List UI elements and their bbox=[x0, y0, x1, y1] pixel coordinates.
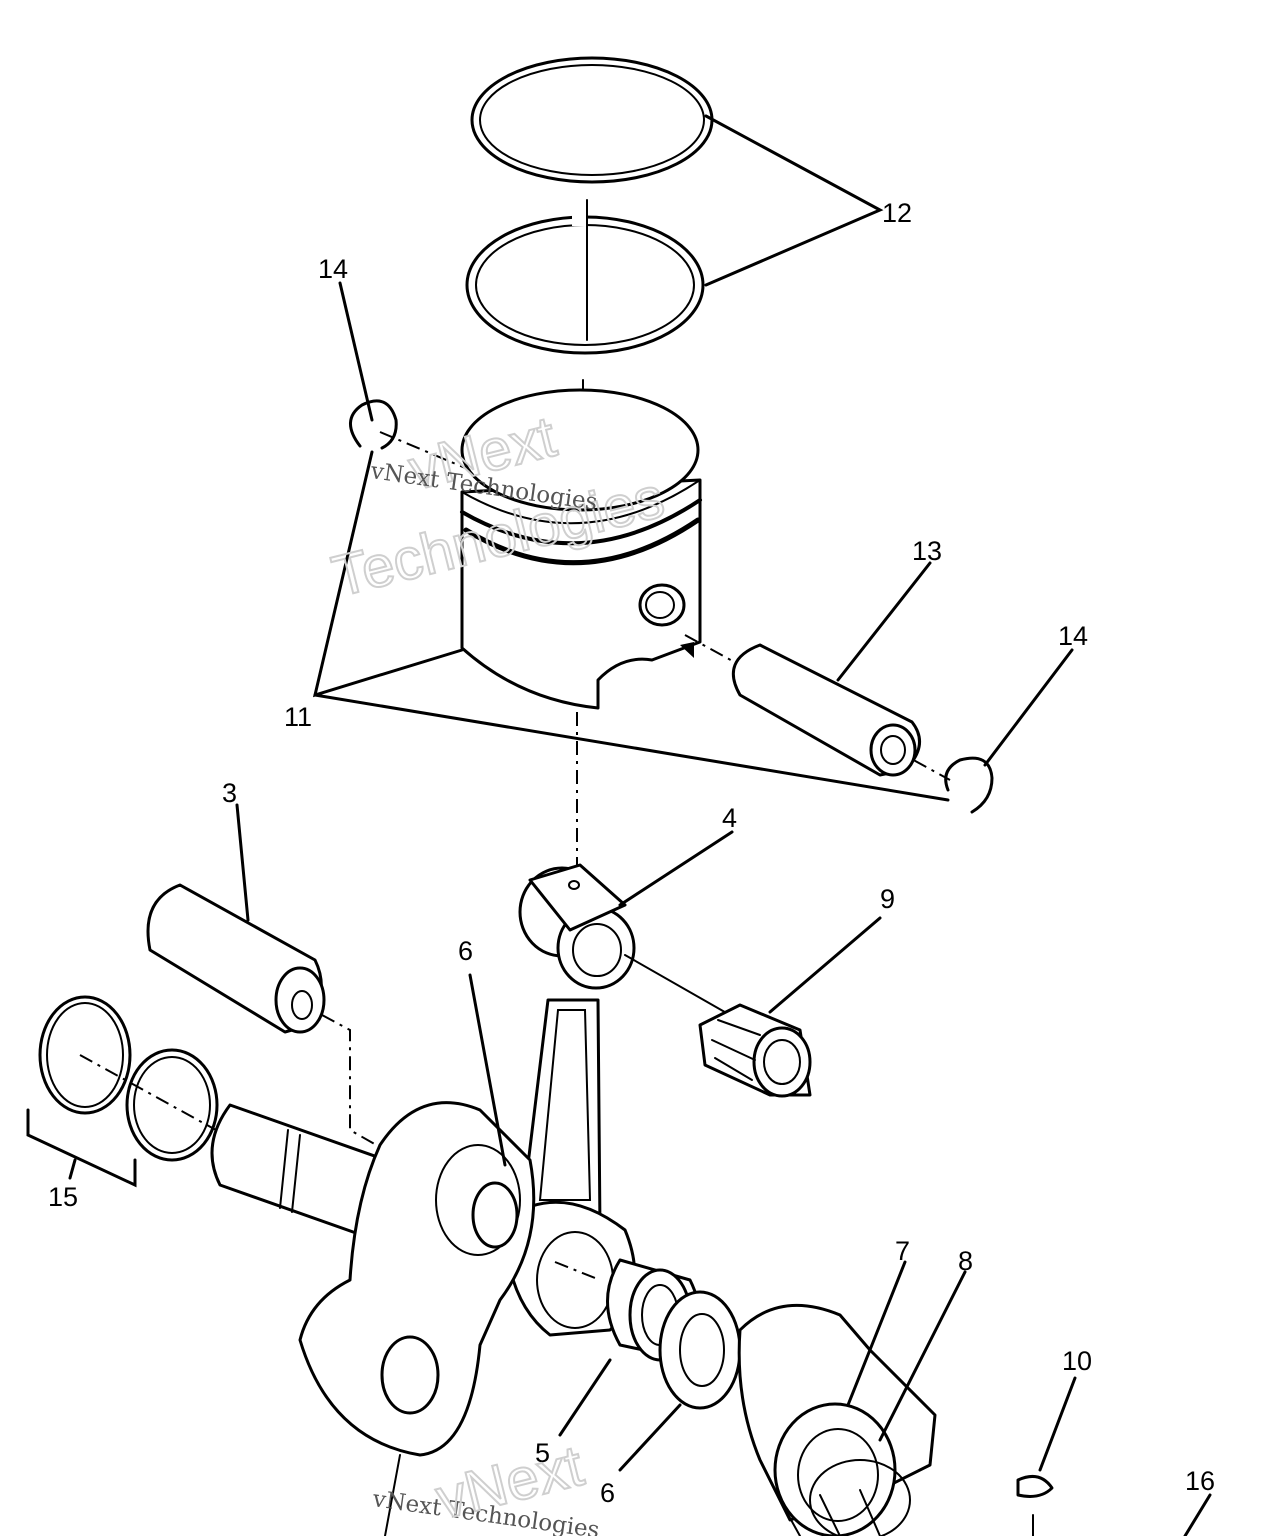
connecting-rod bbox=[503, 863, 637, 1337]
leader-5 bbox=[558, 1358, 612, 1437]
leader-10 bbox=[1038, 1376, 1077, 1472]
callout-9: 9 bbox=[880, 884, 895, 914]
bearing-axis-line bbox=[624, 954, 731, 1016]
callout-6-bottom: 6 bbox=[600, 1478, 615, 1508]
leader-12 bbox=[704, 114, 884, 287]
callout-11: 11 bbox=[284, 702, 312, 732]
bracket-15 bbox=[26, 1108, 137, 1188]
crankshaft-right-half bbox=[737, 1303, 937, 1536]
circlip-right bbox=[944, 756, 994, 814]
seal-axis bbox=[79, 1054, 226, 1136]
seal-ring-outer bbox=[38, 995, 132, 1115]
seal-ring-inner bbox=[125, 1048, 219, 1162]
leader-14a bbox=[338, 281, 374, 422]
leader-8 bbox=[878, 1270, 967, 1442]
crankpin-axis bbox=[321, 1014, 386, 1151]
callout-13: 13 bbox=[912, 536, 942, 566]
leader-4 bbox=[618, 830, 734, 907]
piston-ring-top bbox=[470, 56, 714, 184]
leader-16 bbox=[1183, 1493, 1212, 1536]
callout-8: 8 bbox=[958, 1246, 973, 1276]
needle-bearing bbox=[698, 1003, 812, 1098]
leader-6a bbox=[468, 973, 507, 1167]
callout-5: 5 bbox=[535, 1438, 550, 1468]
callout-16: 16 bbox=[1185, 1466, 1215, 1496]
leader-3 bbox=[235, 803, 250, 922]
crank-left-leader bbox=[384, 1454, 401, 1536]
piston bbox=[460, 388, 702, 710]
thrust-washer bbox=[658, 1290, 742, 1410]
callout-14-right: 14 bbox=[1058, 621, 1088, 651]
callout-12: 12 bbox=[882, 198, 912, 228]
callout-15: 15 bbox=[48, 1182, 78, 1212]
callout-14-top: 14 bbox=[318, 254, 348, 284]
callout-10: 10 bbox=[1062, 1346, 1092, 1376]
leader-13 bbox=[836, 561, 932, 682]
woodruff-key bbox=[1016, 1474, 1054, 1498]
leader-14b bbox=[983, 648, 1074, 767]
leader-11b bbox=[313, 693, 950, 802]
callout-3: 3 bbox=[222, 778, 237, 808]
callout-7: 7 bbox=[895, 1236, 910, 1266]
leader-15 bbox=[68, 1158, 77, 1180]
leader-7 bbox=[846, 1260, 907, 1407]
leader-9 bbox=[768, 916, 882, 1014]
leader-6b bbox=[618, 1403, 682, 1472]
piston-pin bbox=[731, 643, 921, 777]
piston-ring-second bbox=[465, 212, 705, 355]
callout-6-top: 6 bbox=[458, 936, 473, 966]
crankshaft-left-half bbox=[210, 1101, 536, 1457]
crank-pin bbox=[146, 883, 326, 1034]
circlip-left bbox=[349, 399, 398, 450]
callout-4: 4 bbox=[722, 803, 737, 833]
main-axis bbox=[554, 1261, 601, 1281]
